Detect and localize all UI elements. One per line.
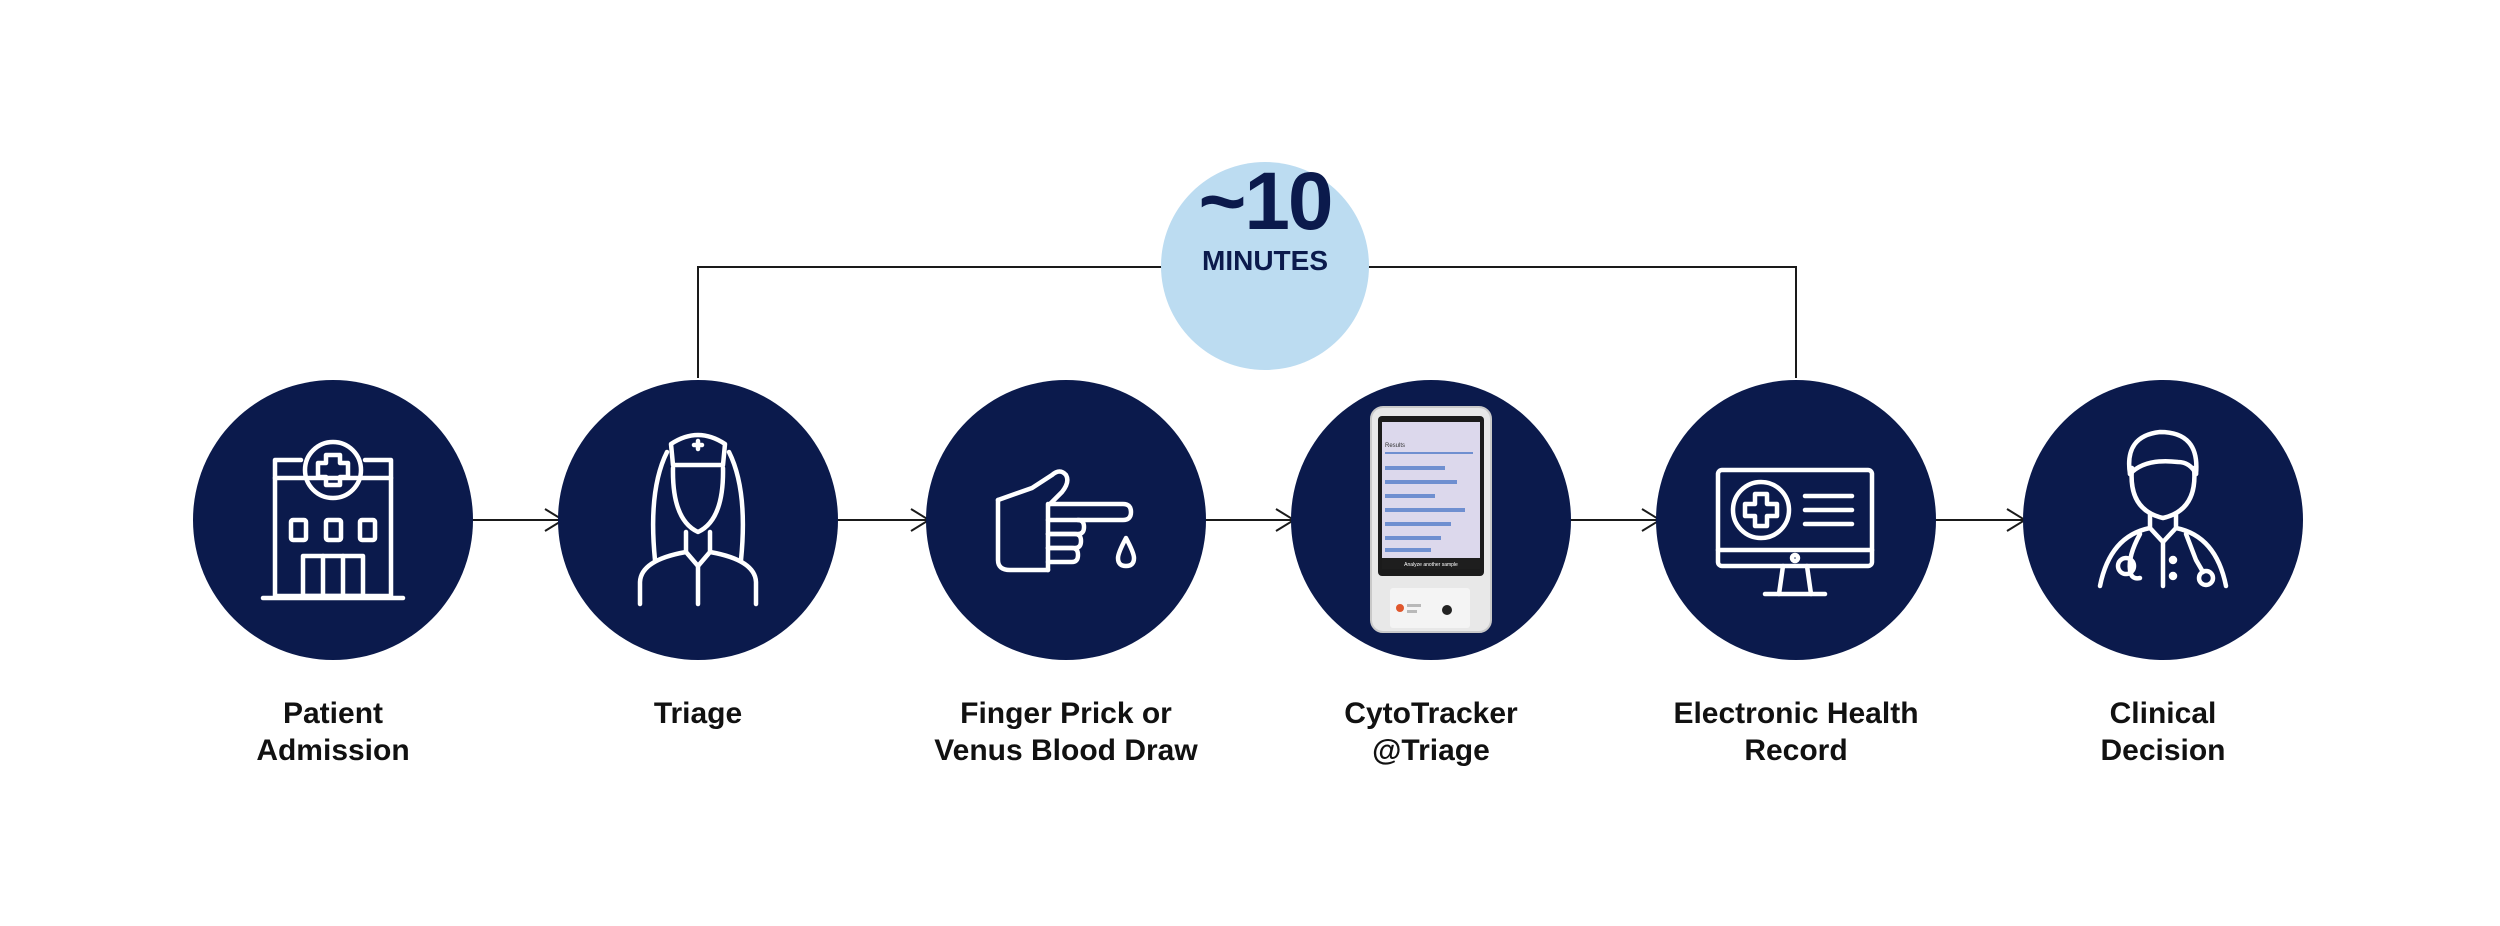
step-node-health-record bbox=[1656, 380, 1936, 660]
step-label-clinical-decision: Clinical Decision bbox=[1983, 695, 2343, 769]
cytotracker-device-icon: Results Analyze another sample bbox=[1371, 407, 1491, 632]
device-logo bbox=[1396, 604, 1404, 612]
timer-label: ~10 MINUTES bbox=[1160, 160, 1370, 278]
device-screen-footer: Analyze another sample bbox=[1404, 562, 1458, 568]
step-node-blood-draw bbox=[926, 380, 1206, 660]
step-label-patient-admission: Patient Admission bbox=[153, 695, 513, 769]
step-node-triage bbox=[558, 380, 838, 660]
step-label-triage: Triage bbox=[518, 695, 878, 732]
device-sensor bbox=[1442, 605, 1452, 615]
step-node-cytotracker: Results Analyze another sample bbox=[1291, 380, 1571, 660]
step-node-clinical-decision bbox=[2023, 380, 2303, 660]
timer-value: ~10 bbox=[1160, 160, 1370, 244]
device-screen-header: Results bbox=[1385, 443, 1405, 449]
step-label-cytotracker: CytoTracker @Triage bbox=[1251, 695, 1611, 769]
step-label-blood-draw: Finger Prick or Venus Blood Draw bbox=[886, 695, 1246, 769]
timer-unit: MINUTES bbox=[1160, 244, 1370, 278]
step-node-patient-admission bbox=[193, 380, 473, 660]
step-label-health-record: Electronic Health Record bbox=[1616, 695, 1976, 769]
